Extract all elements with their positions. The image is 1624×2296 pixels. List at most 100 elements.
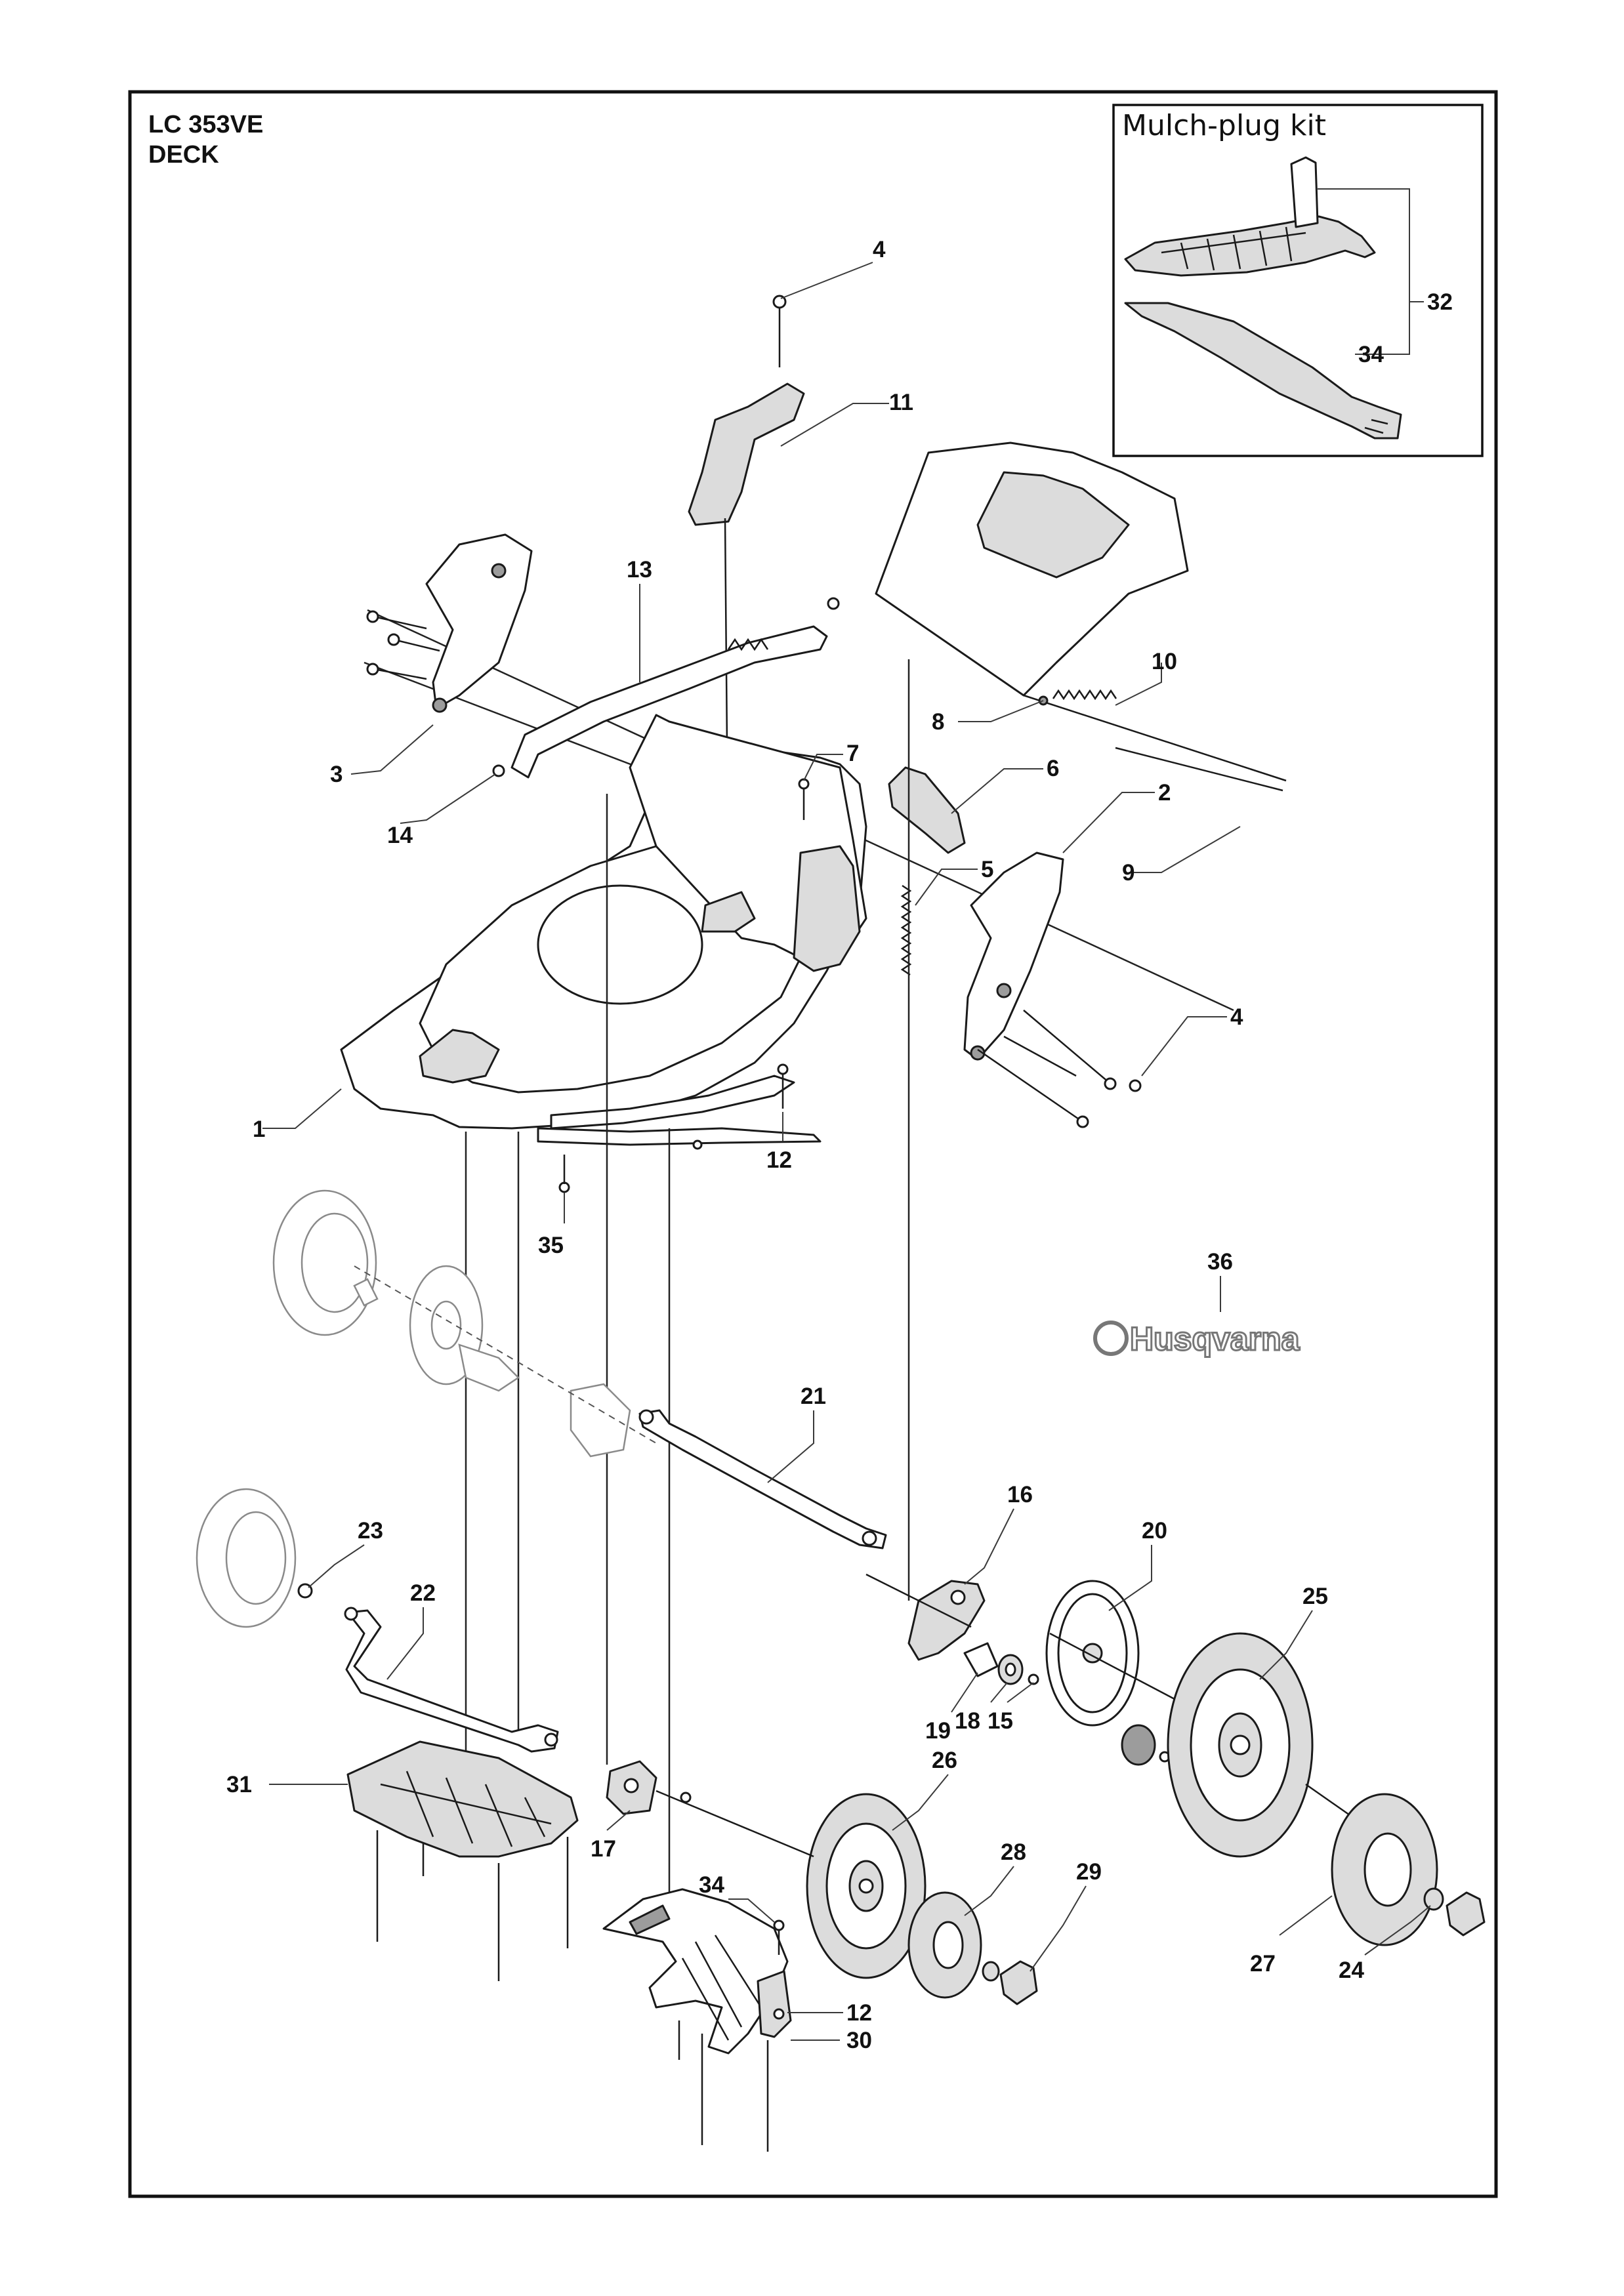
leader-19 (951, 1672, 978, 1713)
deck-edge-strip (537, 1127, 822, 1146)
callout-3: 3 (330, 762, 343, 787)
front-axle-end (344, 1607, 358, 1621)
callout-10: 10 (1152, 649, 1177, 674)
nut-24 (1423, 1887, 1444, 1911)
ghost-rear-wheel-left (196, 1189, 657, 1628)
guard-screws (678, 2020, 769, 2152)
leader-20 (1108, 1545, 1152, 1611)
callout-22: 22 (410, 1580, 436, 1606)
front-center-cap (999, 1960, 1038, 2005)
pivot-rod (1115, 747, 1283, 792)
guard-slots (629, 1904, 671, 1935)
leader-35 (728, 1898, 775, 1923)
callout-25: 25 (1302, 1584, 1328, 1609)
rear-flap-rod (1023, 694, 1287, 782)
husqvarna-logo: Husqvarna (1093, 1320, 1301, 1359)
deck-front-bumper (419, 1029, 500, 1084)
inset-title: Mulch-plug kit (1122, 109, 1326, 142)
rear-hub-cap-inner (1364, 1832, 1412, 1907)
screw-head-r1 (1076, 1115, 1089, 1128)
leader-26 (892, 1774, 949, 1831)
section-title: DECK (148, 141, 219, 169)
right-height-bracket (963, 851, 1064, 1061)
screw-head-l3 (366, 663, 379, 676)
leader-18 (990, 1682, 1008, 1703)
screw-12-upper (777, 1063, 789, 1075)
callout-12-lower: 12 (846, 2000, 872, 2026)
screw-14 (492, 764, 505, 777)
front-wheel-carrier (346, 1740, 579, 1858)
bearing-18-center (1005, 1662, 1016, 1677)
page-frame (128, 90, 1498, 2198)
callout-5: 5 (981, 857, 993, 882)
leader-15 (1007, 1682, 1034, 1703)
mulch-blade (1124, 302, 1402, 440)
rod-teeth (727, 638, 769, 651)
callout-23: 23 (358, 1518, 383, 1544)
leader-7 (803, 754, 843, 781)
left-bracket-screws (373, 615, 440, 680)
left-height-bracket (425, 533, 533, 710)
callout-7: 7 (846, 741, 859, 766)
leader-4b (1141, 1016, 1227, 1076)
model-title: LC 353VE (148, 111, 263, 138)
callout-34: 34 (1358, 342, 1384, 367)
callout-9: 9 (1122, 860, 1135, 886)
screw-head-l1 (366, 610, 379, 623)
callout-11: 11 (889, 390, 913, 415)
callout-35: 34 (699, 1872, 724, 1898)
leader-16 (964, 1508, 1014, 1585)
callout-18: 18 (955, 1708, 980, 1734)
callout-24: 24 (1339, 1958, 1364, 1983)
carrier-ribs (380, 1771, 552, 1847)
leader-4a (780, 262, 873, 299)
callout-29: 29 (1076, 1859, 1102, 1885)
leader-11 (780, 403, 889, 447)
side-discharge-guard (602, 1888, 789, 2055)
callout-13: 13 (627, 557, 652, 583)
wheel-bracket-hole (950, 1589, 966, 1605)
axle-bushing-right (862, 1530, 877, 1546)
callout-4-top: 4 (873, 237, 886, 262)
callout-26: 26 (932, 1748, 957, 1773)
deck-motor-opening (537, 884, 703, 1005)
callout-16: 16 (1007, 1482, 1033, 1507)
callout-30: 30 (846, 2028, 872, 2053)
screw-head-r2 (1104, 1077, 1117, 1090)
callout-1: 1 (253, 1117, 265, 1142)
callout-36: 35 (538, 1233, 564, 1258)
deck-height-block (793, 845, 861, 972)
leader-10 (1115, 663, 1162, 706)
front-hub-cap-inner (932, 1921, 964, 1969)
carrier-screws (376, 1830, 569, 1981)
gear-cover-axis (1049, 1632, 1175, 1700)
height-lever (688, 382, 805, 526)
washer-15 (1028, 1673, 1039, 1685)
drive-axle (638, 1409, 887, 1549)
kit-bracket (1318, 188, 1424, 355)
screw-head-r3 (1129, 1079, 1142, 1092)
mulch-plug-kit-inset: Mulch-plug kit 32 34 (1112, 104, 1484, 457)
callout-37: 36 (1207, 1249, 1233, 1275)
screw-36 (558, 1181, 570, 1193)
screw-7 (798, 778, 810, 790)
height-adjust-rod (510, 625, 828, 779)
callout-8: 8 (932, 709, 944, 735)
mulch-plug-post (1290, 156, 1319, 228)
front-wheel-center (858, 1878, 874, 1894)
rod-end-screw (827, 597, 840, 610)
leader-25 (1259, 1610, 1313, 1680)
callout-6: 6 (1047, 756, 1059, 781)
callout-20: 20 (1142, 1518, 1167, 1544)
callout-19: 19 (925, 1718, 951, 1744)
callout-4-right: 4 (1230, 1004, 1243, 1030)
guard-bracket (757, 1970, 792, 2038)
wheel-bracket (907, 1580, 986, 1661)
bracket-hole-right-2 (970, 1045, 986, 1061)
right-bracket-screws (977, 1010, 1110, 1123)
callout-12-upper: 12 (766, 1147, 792, 1173)
screw-35 (773, 1919, 785, 1931)
leader-22 (386, 1607, 424, 1680)
mulch-plug (1124, 215, 1376, 277)
